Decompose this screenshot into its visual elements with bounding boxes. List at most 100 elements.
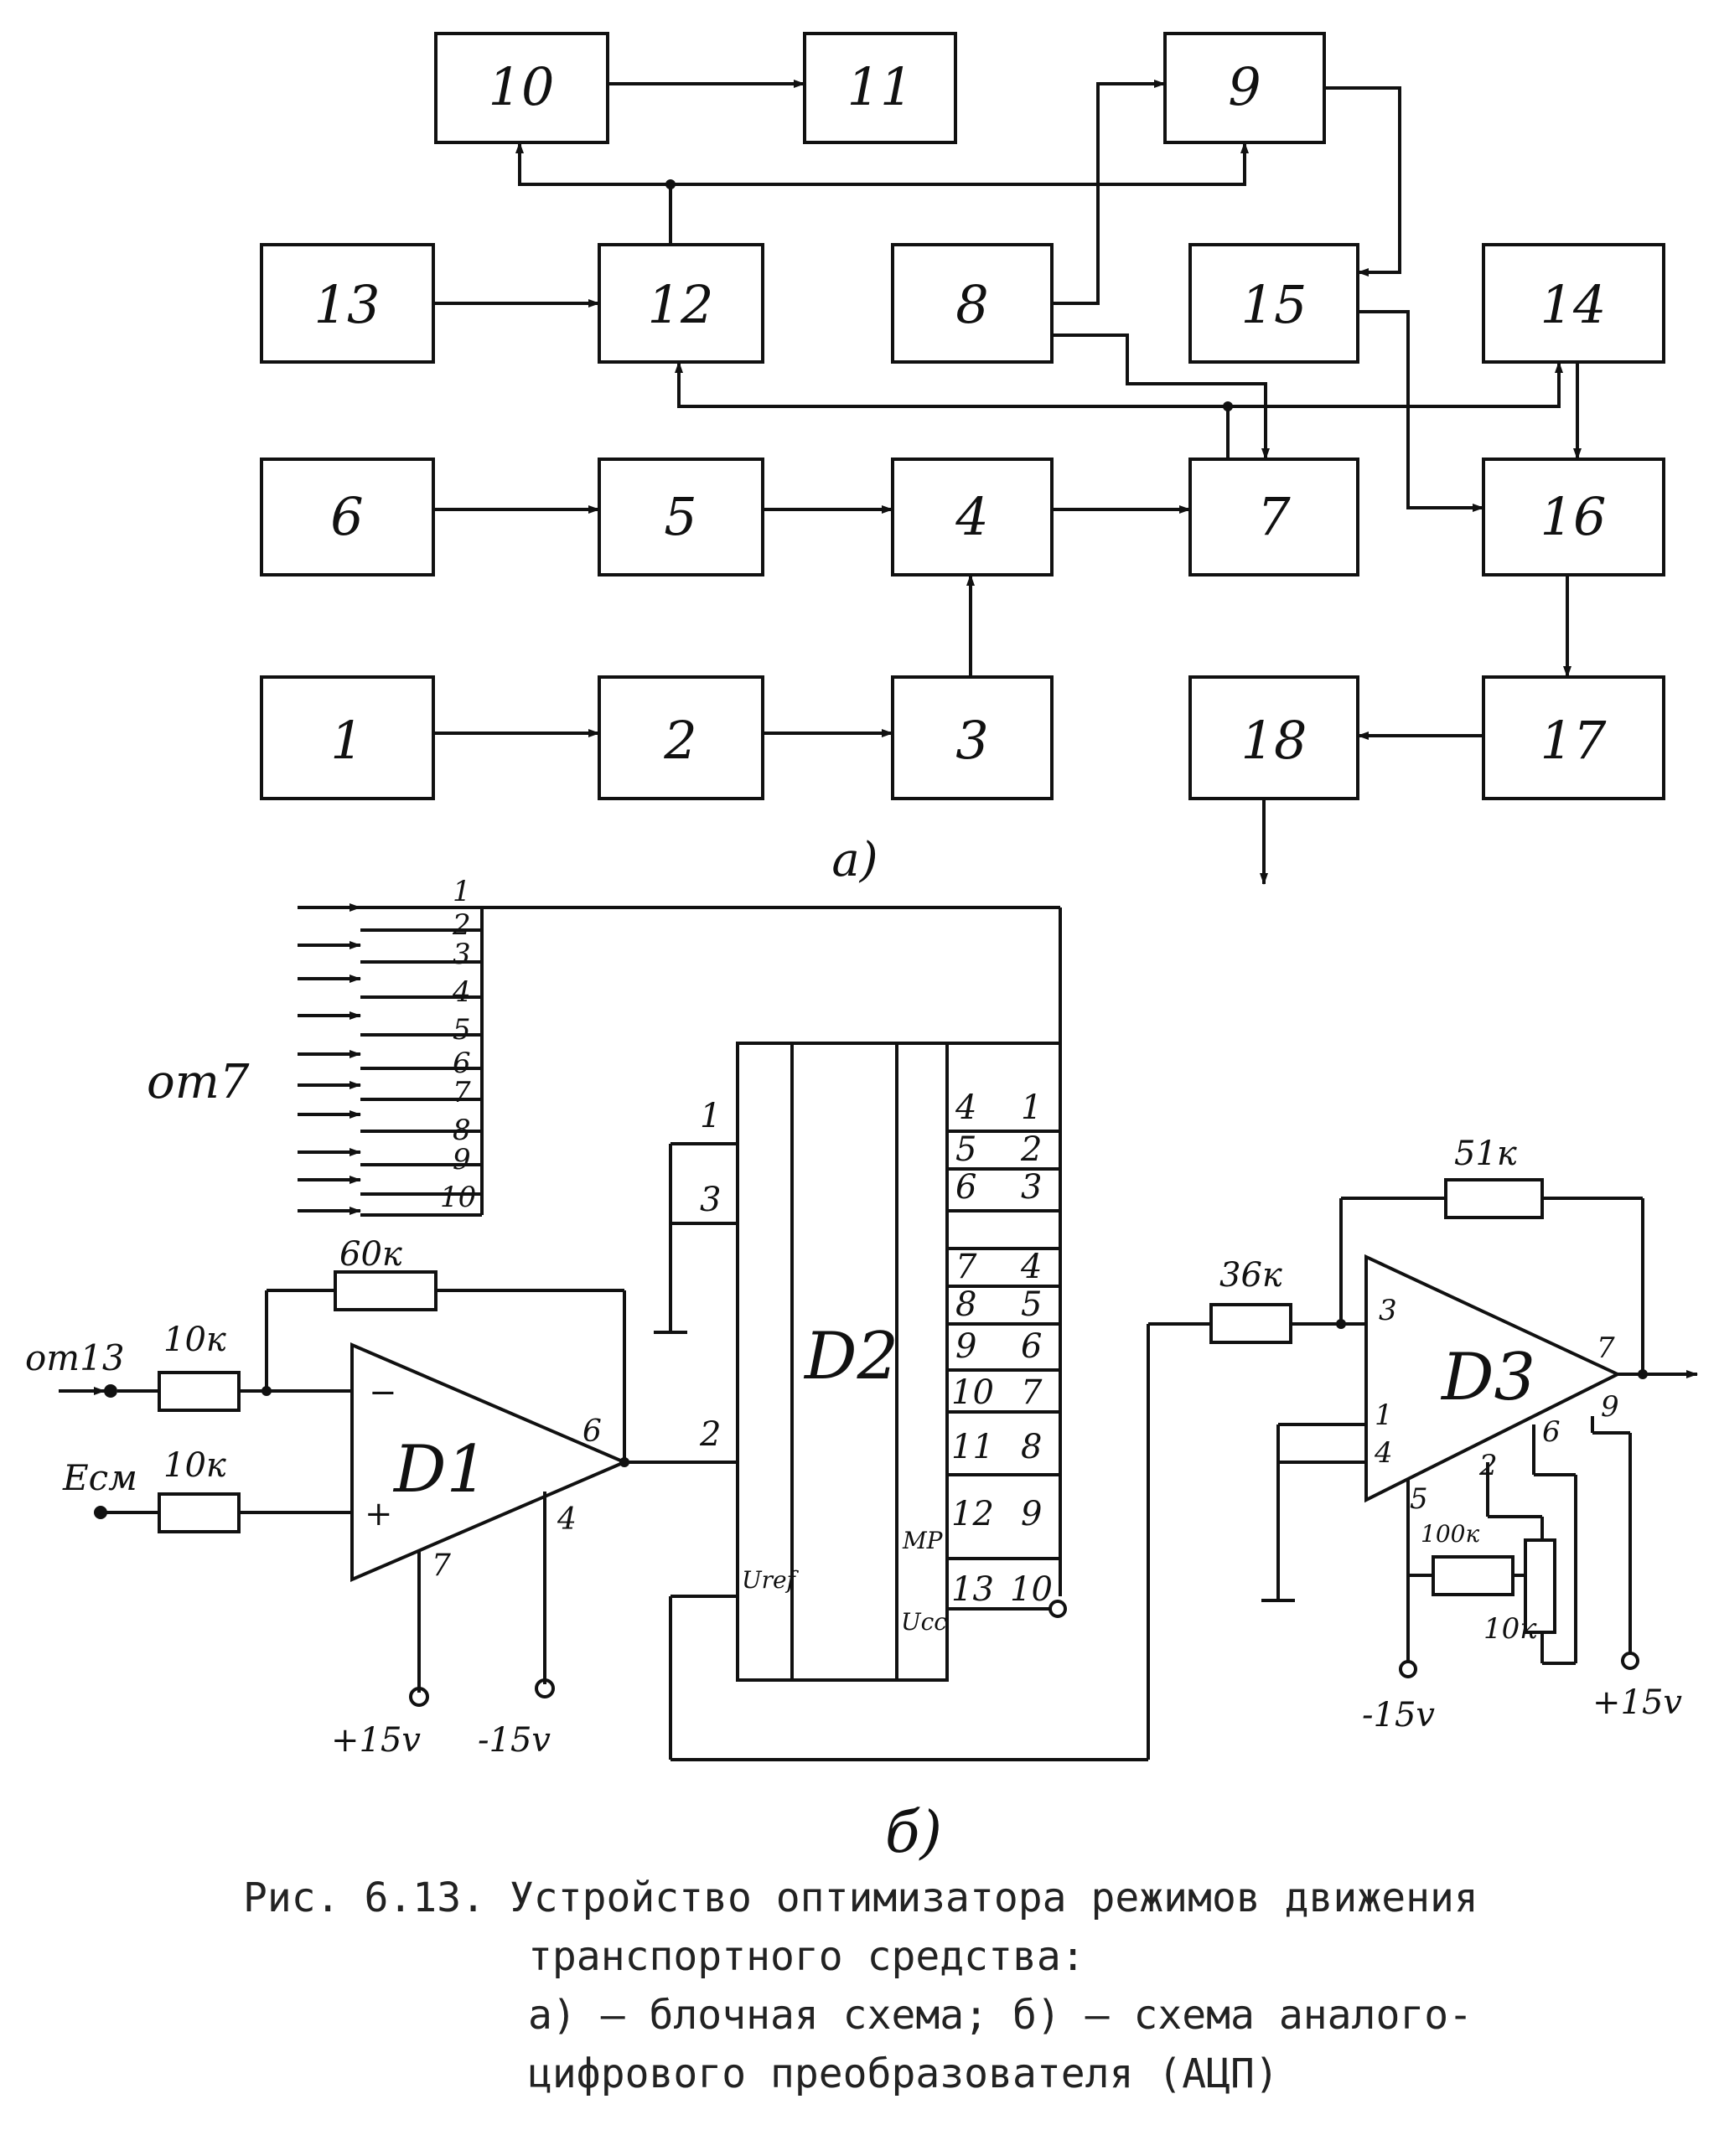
bus-label-5: 5 xyxy=(453,1013,471,1047)
terminal-minus-15v-d1 xyxy=(535,1678,555,1698)
resistor-feedback-51k xyxy=(1444,1178,1544,1219)
d2-left-pin-2: 2 xyxy=(699,1415,721,1454)
block-labels: 10 11 9 13 12 8 15 14 6 5 4 7 16 1 2 3 1… xyxy=(314,56,1607,771)
d2-outer-pin-10: 10 xyxy=(1010,1570,1053,1609)
block-2-label: 2 xyxy=(663,710,696,771)
d1-pin-6: 6 xyxy=(582,1414,602,1449)
block-5 xyxy=(598,458,764,576)
d3-trim-resistor-label: 100к xyxy=(1421,1520,1479,1548)
terminal-bias xyxy=(94,1506,107,1519)
d3-pins: 3 1 4 5 2 6 7 9 xyxy=(1374,1294,1619,1516)
block-18-label: 18 xyxy=(1241,710,1307,771)
d2-inner-pin-12: 12 xyxy=(951,1495,994,1533)
d1-name: D1 xyxy=(392,1432,488,1507)
resistor-input-10k xyxy=(158,1371,241,1412)
d2-inner-pin-6: 6 xyxy=(955,1168,976,1207)
block-6-label: 6 xyxy=(330,486,363,547)
block-1 xyxy=(260,675,435,800)
block-16-label: 16 xyxy=(1540,486,1607,547)
d3-feedback-resistor-label: 51к xyxy=(1454,1135,1517,1173)
bus-label-10: 10 xyxy=(440,1181,476,1214)
caption-line-1: Рис. 6.13. Устройство оптимизатора режим… xyxy=(243,1874,1478,1921)
d3-supply-neg: -15v xyxy=(1362,1696,1435,1735)
d2-inner-pins: 4 5 6 7 8 9 10 11 12 13 xyxy=(951,1088,994,1609)
d2-mp: MP xyxy=(902,1527,944,1554)
block-3-label: 3 xyxy=(955,710,988,771)
op-amp-d1 xyxy=(350,1342,629,1583)
d2-inner-pin-7: 7 xyxy=(955,1248,977,1286)
figure-caption: Рис. 6.13. Устройство оптимизатора режим… xyxy=(243,1869,1668,2103)
d2-outer-pin-9: 9 xyxy=(1021,1495,1042,1533)
block-11 xyxy=(803,32,957,144)
d2-outer-pin-5: 5 xyxy=(1021,1285,1042,1324)
block-14-label: 14 xyxy=(1540,274,1607,335)
caption-line-4: цифрового преобразователя (АЦП) xyxy=(528,2050,1279,2097)
diagram-b-label: б) xyxy=(885,1800,942,1866)
d1-input-resistor-label: 10к xyxy=(163,1321,226,1359)
resistor-bias-10k xyxy=(158,1492,241,1533)
block-15 xyxy=(1188,243,1359,364)
op-amp-d3 xyxy=(1364,1254,1622,1503)
block-diagram-a xyxy=(260,32,1665,885)
d2-name: D2 xyxy=(803,1319,898,1394)
d2-inner-pin-9: 9 xyxy=(955,1327,976,1366)
block-7 xyxy=(1188,458,1359,576)
diagram-a-label: а) xyxy=(831,833,878,887)
from-13-label: от13 xyxy=(25,1337,125,1378)
d3-pin-2: 2 xyxy=(1478,1449,1498,1482)
bus-label-1: 1 xyxy=(453,875,471,908)
bus-label-8: 8 xyxy=(453,1114,471,1147)
d1-minus-label: − xyxy=(369,1373,397,1412)
block-12-label: 12 xyxy=(648,274,714,335)
d2-inner-pin-13: 13 xyxy=(951,1570,994,1609)
caption-line-3: а) – блочная схема; б) – схема аналого- xyxy=(528,1992,1473,2039)
d2-inner-pin-8: 8 xyxy=(955,1285,976,1324)
block-8-label: 8 xyxy=(955,274,988,335)
block-14 xyxy=(1482,243,1665,364)
d3-input-resistor-label: 36к xyxy=(1219,1256,1282,1295)
adc-schematic xyxy=(59,903,1698,1761)
d2-left-pin-1: 1 xyxy=(700,1097,721,1135)
bus-label-3: 3 xyxy=(453,938,471,971)
block-2 xyxy=(598,675,764,800)
d3-supply-pos: +15v xyxy=(1592,1683,1682,1722)
chip-d2 xyxy=(736,1042,949,1682)
bus-label-6: 6 xyxy=(453,1047,471,1080)
d3-pin-6: 6 xyxy=(1542,1415,1561,1449)
d2-left-pin-3: 3 xyxy=(700,1181,721,1219)
d3-pin-7: 7 xyxy=(1597,1331,1615,1365)
block-13-label: 13 xyxy=(314,274,381,335)
d2-outer-pin-4: 4 xyxy=(1020,1248,1042,1286)
potentiometer-10k xyxy=(1524,1538,1556,1634)
d2-outer-pins: 1 2 3 4 5 6 7 8 9 10 xyxy=(1010,1088,1053,1609)
bus-label-9: 9 xyxy=(453,1143,471,1176)
d3-pin-1: 1 xyxy=(1375,1399,1393,1432)
block-17-label: 17 xyxy=(1540,710,1607,771)
d2-ucc: Ucc xyxy=(901,1608,947,1636)
d3-pin-9: 9 xyxy=(1601,1390,1619,1424)
bus-label-4: 4 xyxy=(452,975,471,1009)
d2-outer-pin-1: 1 xyxy=(1021,1088,1042,1127)
block-9-label: 9 xyxy=(1228,56,1261,117)
block-15-label: 15 xyxy=(1241,274,1307,335)
terminal-plus-15v-d3 xyxy=(1621,1652,1639,1670)
block-7-label: 7 xyxy=(1257,486,1291,547)
d1-supply-pos: +15v xyxy=(331,1721,421,1760)
d2-inner-pin-5: 5 xyxy=(955,1130,976,1169)
bus-labels: 1 2 3 4 5 6 7 8 9 10 xyxy=(440,875,476,1214)
d3-pin-3: 3 xyxy=(1379,1294,1397,1327)
d1-pin-4: 4 xyxy=(557,1502,577,1537)
d2-outer-pin-7: 7 xyxy=(1021,1373,1043,1412)
block-4-label: 4 xyxy=(955,486,988,547)
d2-inner-pin-10: 10 xyxy=(951,1373,994,1412)
d2-outer-pin-6: 6 xyxy=(1021,1327,1042,1366)
d3-name: D3 xyxy=(1440,1340,1535,1415)
terminal-plus-15v-d1 xyxy=(409,1687,429,1707)
d1-bias-resistor-label: 10к xyxy=(163,1446,226,1485)
d2-outer-pin-2: 2 xyxy=(1020,1130,1042,1169)
terminal-minus-15v-d3 xyxy=(1399,1660,1417,1678)
caption-line-2: транспортного средства: xyxy=(528,1933,1085,1980)
d1-pin-7: 7 xyxy=(432,1548,451,1583)
d2-outer-pin-3: 3 xyxy=(1021,1168,1042,1207)
